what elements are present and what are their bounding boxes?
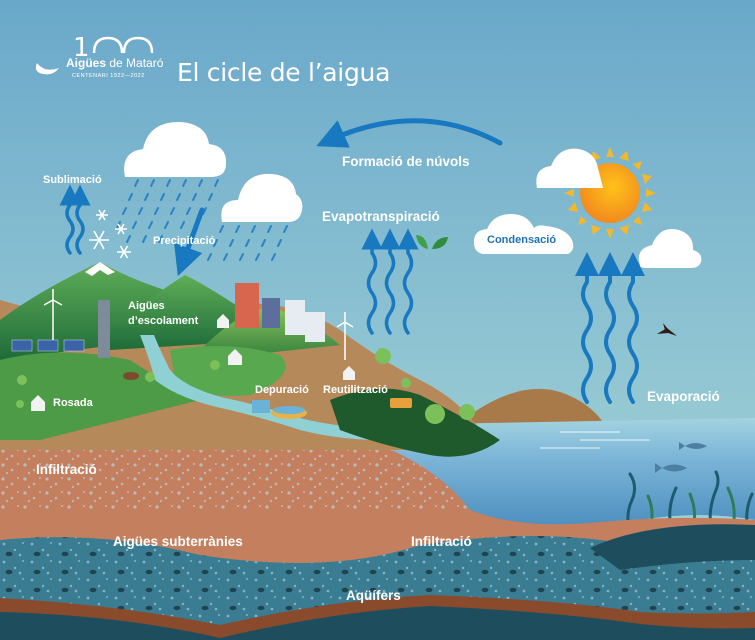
distant-hill bbox=[470, 388, 605, 425]
fish-icon bbox=[655, 442, 707, 473]
city-buildings bbox=[235, 283, 325, 342]
cloud-formation-arrow bbox=[316, 118, 503, 148]
farm-island bbox=[330, 388, 500, 457]
page-title: El cicle de l’aigua bbox=[177, 58, 391, 87]
cow-icon bbox=[123, 372, 139, 380]
label-evaporacio: Evaporació bbox=[647, 389, 720, 404]
label-aigues-escolament-1: Aigües bbox=[128, 300, 165, 312]
logo-brand: Aigües de Mataró bbox=[66, 56, 164, 70]
tower bbox=[98, 300, 110, 358]
logo-subtitle: CENTENARI 1922—2022 bbox=[72, 73, 145, 79]
logo-arc-icon bbox=[92, 36, 154, 54]
evapotranspiration-wave-arrows bbox=[361, 228, 419, 335]
label-precipitacio: Precipitació bbox=[153, 235, 216, 247]
precipitation-arrow bbox=[174, 207, 205, 277]
logo-number: 1 bbox=[73, 33, 90, 63]
condensacio-cloud bbox=[473, 213, 574, 254]
label-sublimacio: Sublimació bbox=[43, 174, 102, 186]
cloud-icon bbox=[221, 173, 303, 222]
cloud-icon bbox=[638, 229, 702, 268]
evaporation-wave-arrows bbox=[575, 252, 645, 404]
label-aigues-escolament-2: d’escolament bbox=[128, 315, 199, 327]
deep-layer bbox=[0, 606, 755, 640]
cloud-icon bbox=[124, 121, 227, 177]
label-reutilitzacio: Reutilització bbox=[323, 384, 388, 396]
label-depuracio: Depuració bbox=[255, 384, 309, 396]
snow-cap bbox=[85, 262, 115, 276]
label-aigues-subterranies: Aigües subterrànies bbox=[113, 534, 243, 549]
snowflake-icon bbox=[89, 209, 131, 259]
label-infiltracio-top: Infiltració bbox=[36, 462, 97, 477]
label-aquifers: Aqüífers bbox=[346, 588, 401, 603]
logo-wave-icon bbox=[35, 63, 59, 75]
truck-icon bbox=[390, 398, 412, 408]
cloud-icon bbox=[536, 148, 603, 188]
leaf-icon bbox=[416, 235, 448, 249]
treatment-plant bbox=[252, 400, 307, 419]
label-infiltracio-bottom: Infiltració bbox=[411, 534, 472, 549]
house-icon bbox=[31, 314, 355, 411]
wind-turbine-icon bbox=[43, 289, 354, 360]
solar-panel-icon bbox=[11, 339, 85, 352]
bird-icon bbox=[657, 323, 677, 336]
tree-icon bbox=[16, 348, 475, 424]
green-field bbox=[170, 346, 286, 396]
label-evapotranspiracio: Evapotranspiració bbox=[322, 209, 440, 224]
label-rosada: Rosada bbox=[53, 397, 93, 409]
label-condensacio: Condensació bbox=[487, 234, 557, 246]
sublimation-wave-arrows bbox=[59, 184, 91, 255]
label-formacio-nuvols: Formació de núvols bbox=[342, 154, 470, 169]
